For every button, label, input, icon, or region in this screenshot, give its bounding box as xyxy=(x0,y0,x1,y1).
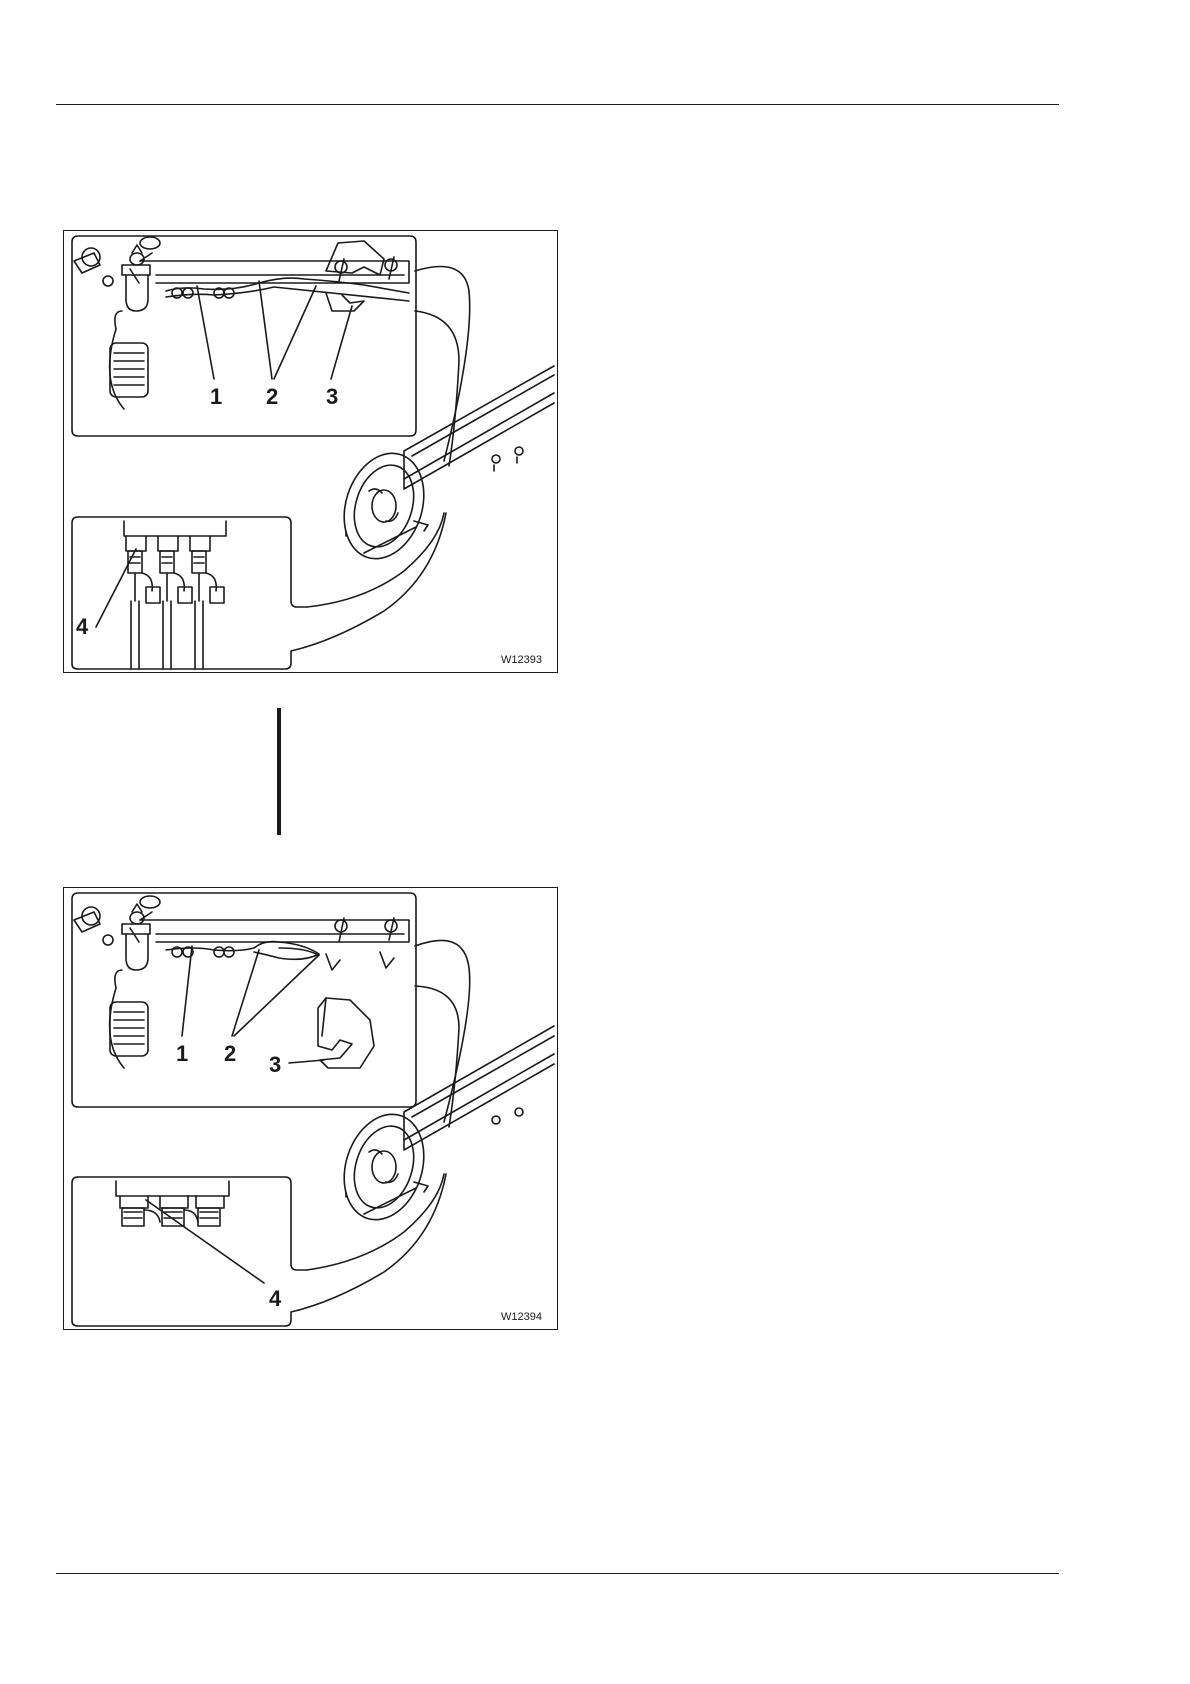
callout-labels-fig1: 1 2 3 4 W12393 xyxy=(76,384,542,666)
callout-4: 4 xyxy=(76,614,89,639)
callout-4: 4 xyxy=(269,1286,282,1311)
figure-code: W12393 xyxy=(501,654,542,666)
anemometer-removal-illustration: 1 2 3 4 W12394 xyxy=(64,888,557,1329)
callout-labels-fig2: 1 2 3 4 W12394 xyxy=(176,1041,542,1323)
callout-3: 3 xyxy=(326,384,338,409)
figure-w12393: 1 2 3 4 W12393 xyxy=(63,230,558,673)
footer-rule xyxy=(56,1573,1059,1574)
detail-inset-top xyxy=(72,236,416,436)
anemometer-mounting-illustration: 1 2 3 4 W12393 xyxy=(64,231,557,672)
callout-2: 2 xyxy=(266,384,278,409)
header-rule xyxy=(56,104,1059,105)
change-bar xyxy=(277,708,281,835)
figure-code: W12394 xyxy=(501,1311,542,1323)
callout-3: 3 xyxy=(269,1052,281,1077)
callout-2: 2 xyxy=(224,1041,236,1066)
callout-1: 1 xyxy=(210,384,222,409)
callout-1: 1 xyxy=(176,1041,188,1066)
figure-w12394: 1 2 3 4 W12394 xyxy=(63,887,558,1330)
detail-inset-bottom xyxy=(72,1174,446,1326)
